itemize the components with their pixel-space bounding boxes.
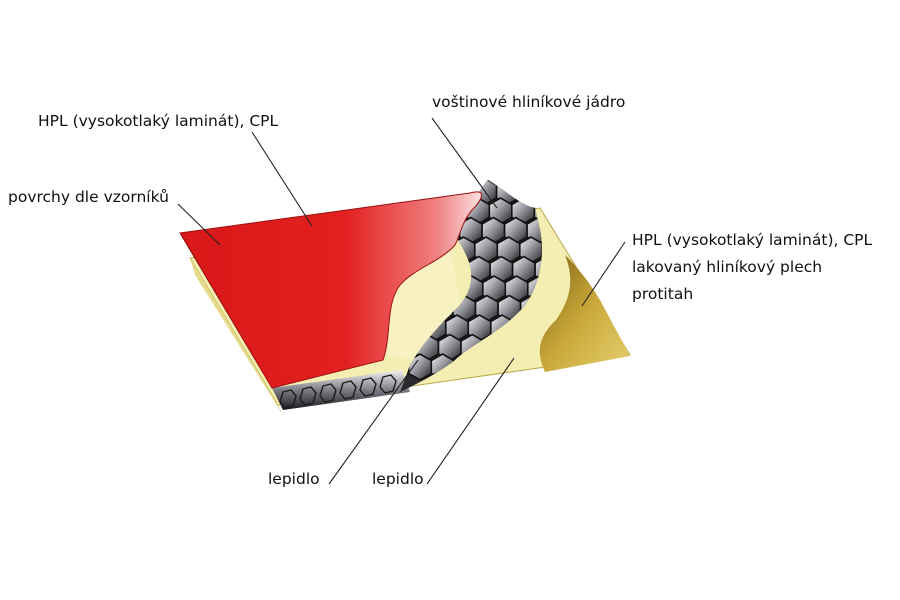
honeycomb-cell bbox=[369, 159, 392, 185]
honeycomb-cell bbox=[513, 372, 538, 392]
leader-adhesive-2 bbox=[426, 357, 515, 485]
leader-hpl-bottom bbox=[581, 241, 626, 307]
bottom-backing-gold-area bbox=[539, 255, 630, 372]
honeycomb-cell bbox=[502, 180, 528, 186]
label-adhesive-2: lepidlo bbox=[372, 470, 424, 488]
leader-surfaces bbox=[177, 203, 221, 246]
honeycomb-cell bbox=[400, 180, 408, 206]
honeycomb-cell bbox=[525, 180, 542, 186]
label-surfaces: povrchy dle vzorníků bbox=[8, 188, 169, 206]
label-hpl-top: HPL (vysokotlaký laminát), CPL bbox=[38, 112, 279, 130]
leader-honeycomb bbox=[431, 117, 498, 209]
honeycomb-cell bbox=[480, 180, 505, 186]
top-hpl-surface bbox=[179, 191, 482, 389]
honeycomb-cell bbox=[518, 180, 542, 206]
honeycomb-cell bbox=[518, 236, 542, 264]
honeycomb-cell bbox=[582, 374, 605, 400]
label-honeycomb-core: voštinové hliníkové jádro bbox=[432, 93, 626, 111]
leader-lines bbox=[177, 117, 626, 485]
label-adhesive-1: lepidlo bbox=[268, 470, 320, 488]
label-hpl-bottom-line2: lakovaný hliníkový plech bbox=[632, 258, 823, 276]
label-hpl-bottom-line3: protitah bbox=[632, 285, 694, 303]
bottom-edge-cream bbox=[190, 258, 283, 415]
leader-adhesive-1 bbox=[328, 359, 419, 485]
honeycomb-cell bbox=[412, 180, 438, 186]
honeycomb-edge-strip bbox=[272, 370, 410, 410]
honeycomb-cell bbox=[435, 180, 460, 186]
honeycomb-cell bbox=[559, 374, 582, 400]
label-hpl-bottom-line1: HPL (vysokotlaký laminát), CPL bbox=[632, 231, 873, 249]
honeycomb-cell bbox=[535, 372, 542, 392]
leader-hpl-top bbox=[251, 131, 313, 227]
honeycomb-cell bbox=[400, 180, 415, 186]
honeycomb-cell bbox=[540, 180, 542, 206]
